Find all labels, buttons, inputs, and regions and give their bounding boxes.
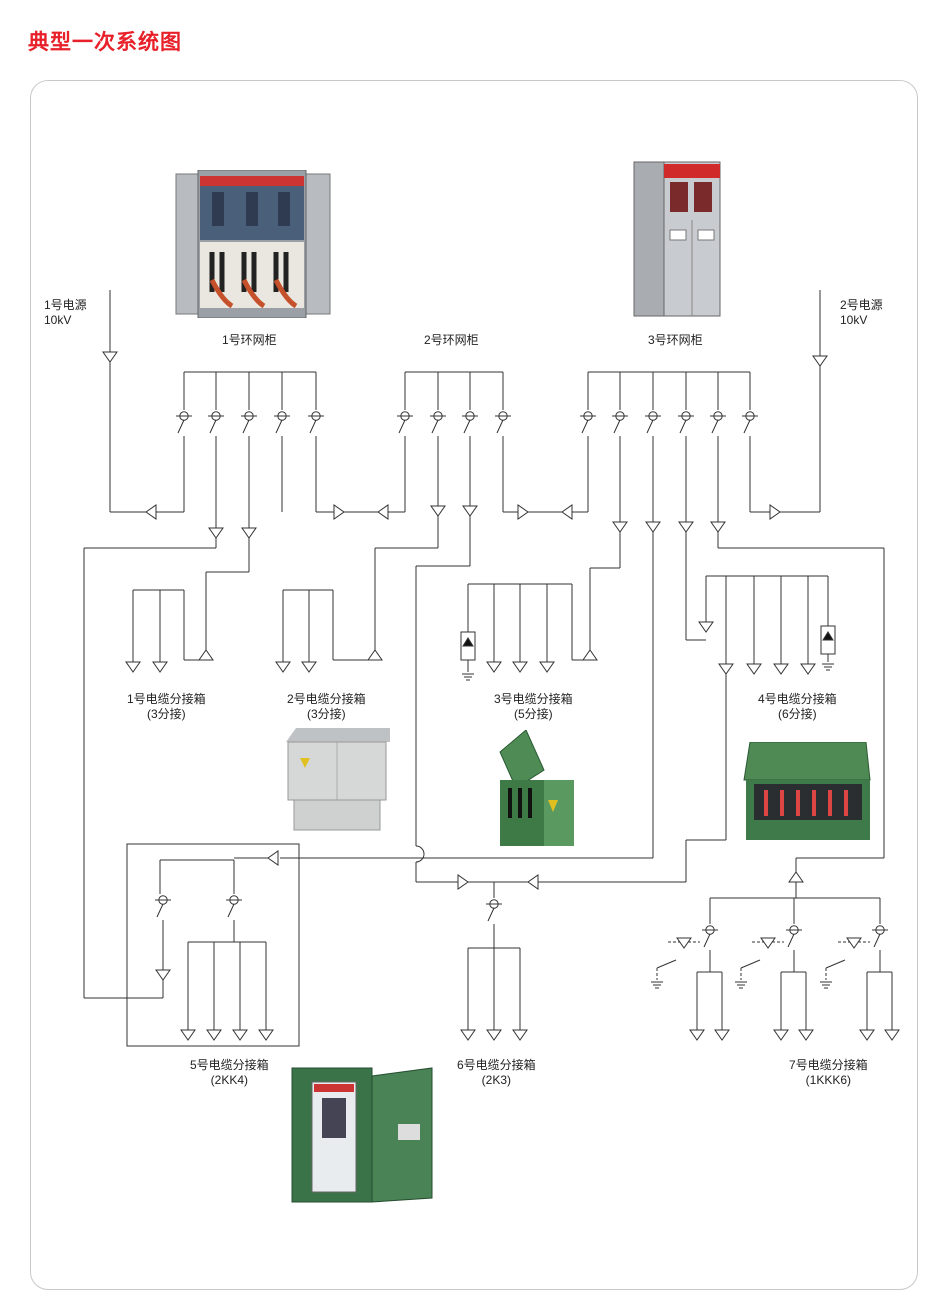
diagram-frame [30, 80, 918, 1290]
branch-box-4-label: 4号电缆分接箱 (6分接) [758, 692, 837, 721]
branch-box-1-label: 1号电缆分接箱 (3分接) [127, 692, 206, 721]
ring-cabinet-2-label: 2号环网柜 [424, 333, 479, 347]
branch-box-2-photo [286, 728, 390, 831]
page-title: 典型一次系统图 [28, 31, 182, 54]
branch-box-7-label: 7号电缆分接箱 (1KKK6) [789, 1058, 868, 1087]
branch-box-2-label: 2号电缆分接箱 (3分接) [287, 692, 366, 721]
branch-box-4-photo [743, 742, 871, 840]
branch-box-3-label: 3号电缆分接箱 (5分接) [494, 692, 573, 721]
branch-box-5-label: 5号电缆分接箱 (2KK4) [190, 1058, 269, 1087]
branch-box-5-photo [291, 1067, 433, 1203]
branch-box-3-photo [499, 730, 574, 846]
ring-cabinet-1-photo [175, 170, 331, 318]
source-2-label: 2号电源 10kV [840, 298, 883, 327]
ring-cabinet-3-photo [633, 161, 721, 317]
ring-cabinet-3-label: 3号环网柜 [648, 333, 703, 347]
branch-box-6-label: 6号电缆分接箱 (2K3) [457, 1058, 536, 1087]
ring-cabinet-1-label: 1号环网柜 [222, 333, 277, 347]
source-1-label: 1号电源 10kV [44, 298, 87, 327]
